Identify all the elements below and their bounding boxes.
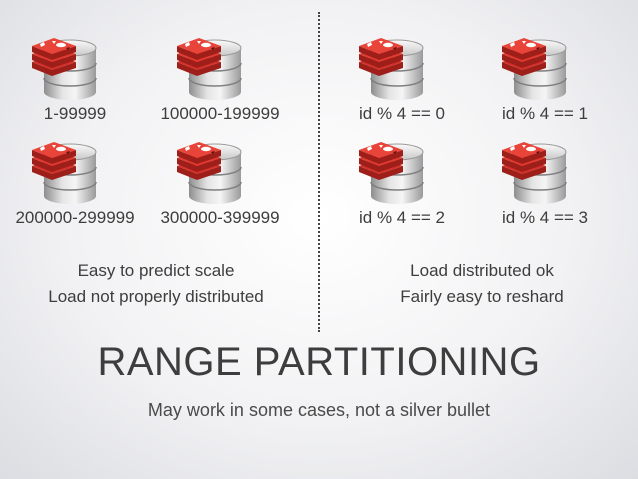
right-note-1: Load distributed ok: [410, 261, 554, 280]
redis-database-icon: [500, 34, 578, 102]
right-notes: Load distributed ok Fairly easy to resha…: [326, 258, 638, 310]
node-label: id % 4 == 2: [358, 208, 445, 227]
left-notes: Easy to predict scale Load not properly …: [0, 258, 312, 310]
right-node-4: id % 4 == 3: [470, 134, 620, 254]
redis-database-icon: [357, 138, 435, 206]
node-label: id % 4 == 0: [358, 104, 445, 123]
column-divider: [318, 12, 320, 332]
right-note-2: Fairly easy to reshard: [400, 287, 564, 306]
redis-database-icon: [30, 138, 108, 206]
node-label: id % 4 == 1: [501, 104, 588, 123]
node-label: 200000-299999: [15, 208, 135, 227]
node-label: 100000-199999: [160, 104, 280, 123]
node-label: 1-99999: [43, 104, 107, 123]
slide-subtitle: May work in some cases, not a silver bul…: [147, 400, 491, 420]
slide-title: RANGE PARTITIONING: [97, 340, 541, 384]
redis-database-icon: [175, 138, 253, 206]
left-node-4: 300000-399999: [145, 134, 295, 254]
left-node-3: 200000-299999: [0, 134, 150, 254]
redis-database-icon: [500, 138, 578, 206]
left-node-2: 100000-199999: [145, 30, 295, 150]
node-label: id % 4 == 3: [501, 208, 588, 227]
redis-database-icon: [175, 34, 253, 102]
left-note-2: Load not properly distributed: [48, 287, 264, 306]
right-node-1: id % 4 == 0: [327, 30, 477, 150]
right-node-2: id % 4 == 1: [470, 30, 620, 150]
left-note-1: Easy to predict scale: [77, 261, 235, 280]
redis-database-icon: [30, 34, 108, 102]
node-label: 300000-399999: [160, 208, 280, 227]
redis-database-icon: [357, 34, 435, 102]
right-node-3: id % 4 == 2: [327, 134, 477, 254]
left-node-1: 1-99999: [0, 30, 150, 150]
